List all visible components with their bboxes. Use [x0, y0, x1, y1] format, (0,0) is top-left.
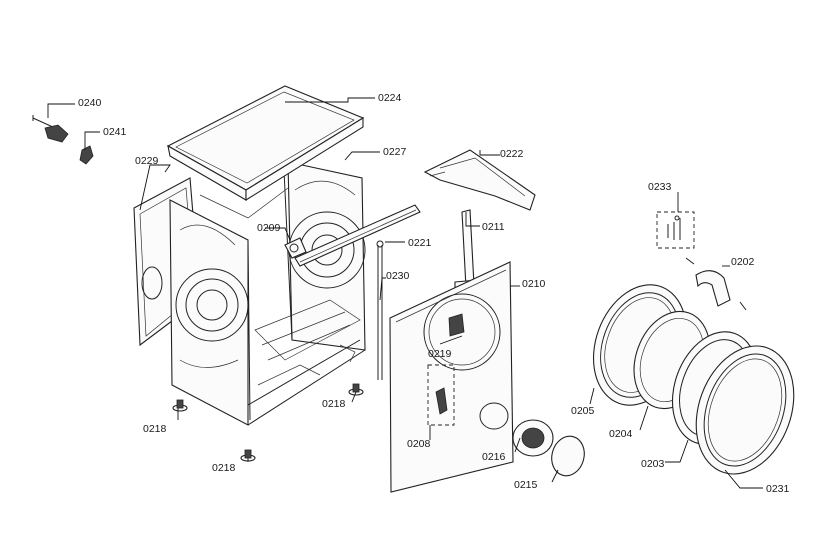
- part-label-0205: 0205: [571, 405, 595, 417]
- top-bracket: [423, 149, 536, 211]
- part-label-0219: 0219: [428, 348, 452, 360]
- part-label-0241: 0241: [103, 126, 127, 138]
- detail-box-0233: [656, 211, 695, 249]
- detail-box-0208: [427, 364, 455, 426]
- clip-part: [79, 145, 94, 165]
- part-label-0210: 0210: [522, 278, 546, 290]
- top-cover: [166, 85, 365, 201]
- part-label-0227: 0227: [383, 146, 407, 158]
- part-label-0233: 0233: [648, 181, 672, 193]
- part-label-0218-left: 0218: [143, 423, 167, 435]
- foot-parts: [172, 383, 364, 462]
- part-label-0222: 0222: [500, 148, 524, 160]
- leader-lines: [47, 97, 763, 489]
- part-label-0216: 0216: [482, 451, 506, 463]
- part-label-0240: 0240: [78, 97, 102, 109]
- part-label-0229: 0229: [135, 155, 159, 167]
- part-label-0230: 0230: [386, 270, 410, 282]
- part-label-0202: 0202: [731, 256, 755, 268]
- door-outer-ring: [695, 345, 795, 475]
- part-label-0224: 0224: [378, 92, 402, 104]
- part-label-0218-right: 0218: [322, 398, 346, 410]
- hinge-detail: [667, 215, 681, 240]
- part-label-0215: 0215: [514, 479, 538, 491]
- cabinet-frame: [133, 161, 366, 426]
- part-label-0211: 0211: [482, 221, 505, 233]
- round-cover: [551, 435, 585, 477]
- brace-bar: [294, 204, 421, 267]
- bracket-part: [284, 237, 307, 259]
- screw-part: [32, 115, 69, 143]
- part-label-0203: 0203: [641, 458, 665, 470]
- hinge-part: [685, 257, 747, 311]
- part-label-0208: 0208: [407, 438, 431, 450]
- part-label-0204: 0204: [609, 428, 633, 440]
- part-label-0221: 0221: [408, 237, 432, 249]
- adapter-ring: [512, 419, 554, 457]
- front-panel: [389, 261, 514, 493]
- part-label-0218-bottom: 0218: [212, 462, 236, 474]
- part-label-0209: 0209: [257, 222, 281, 234]
- part-label-0231: 0231: [766, 483, 790, 495]
- spring-rod: [376, 240, 384, 380]
